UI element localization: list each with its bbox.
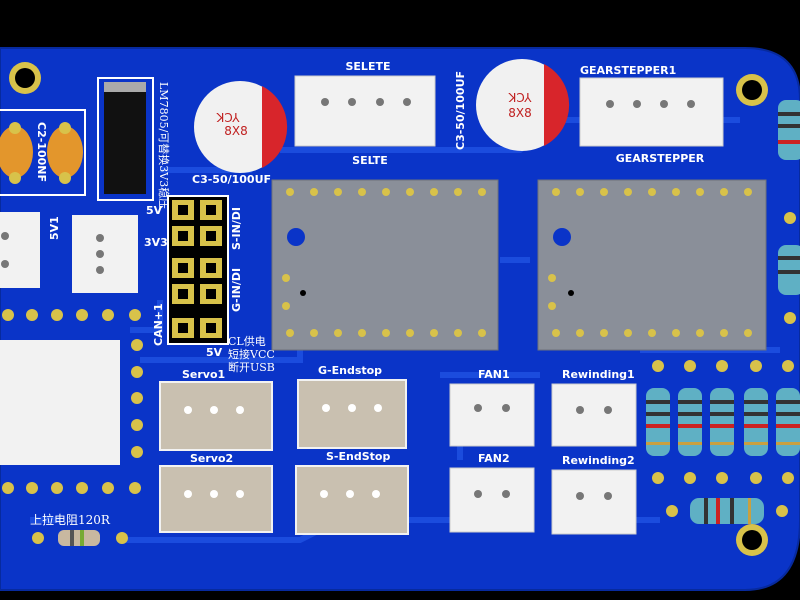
vcc-note-2: 短接VCC bbox=[228, 347, 275, 361]
header-pins: S-IN/DI G-IN/DI CAN+1 5V CL供电 短接VCC 断开US… bbox=[152, 195, 275, 374]
rewinding2-connector: Rewinding2 bbox=[551, 454, 637, 535]
gearstepper-connector: GEARSTEPPER1 GEARSTEPPER bbox=[579, 64, 724, 165]
cap-left-marking: C3-50/100UF bbox=[192, 173, 271, 186]
mounting-holes bbox=[9, 62, 768, 556]
s-endstop-connector: S-EndStop bbox=[295, 450, 409, 535]
orange-capacitors: C2-100NF bbox=[0, 109, 86, 196]
fan2-label: FAN2 bbox=[478, 452, 510, 465]
g-endstop-label: G-Endstop bbox=[318, 364, 382, 377]
selete-top-label: SELETE bbox=[346, 60, 391, 73]
cap-right-brand: YCK bbox=[507, 90, 532, 104]
stepper-driver-left bbox=[271, 179, 499, 351]
cap-right-value: 8X8 bbox=[508, 106, 532, 120]
stepper-driver-right bbox=[537, 179, 767, 351]
cap-left-brand: YCK bbox=[215, 110, 240, 124]
rewinding1-label: Rewinding1 bbox=[562, 368, 635, 381]
selete-bottom-label: SELTE bbox=[352, 154, 388, 167]
voltage-regulator: LM7805/可替换3V3稳压 bbox=[97, 77, 171, 209]
s-endstop-label: S-EndStop bbox=[326, 450, 390, 463]
vcc-note-3: 断开USB bbox=[228, 360, 275, 374]
cap-right-marking: C3-50/100UF bbox=[454, 71, 467, 150]
capacitor-right: YCK 8X8 C3-50/100UF bbox=[454, 59, 570, 151]
gearstepper-bottom-label: GEARSTEPPER bbox=[616, 152, 705, 165]
v3-label: 3V3 bbox=[144, 236, 168, 249]
resistor-bank bbox=[646, 360, 800, 524]
rewinding2-label: Rewinding2 bbox=[562, 454, 635, 467]
left-connectors: 5V1 3V3 5V bbox=[0, 204, 168, 293]
fan2-connector: FAN2 bbox=[449, 452, 535, 533]
s-in-label: S-IN/DI bbox=[230, 207, 243, 250]
pullup-label: 上拉电阻120R bbox=[30, 512, 111, 527]
left-module: 上拉电阻120R bbox=[0, 309, 143, 546]
v5-label-2: 5V bbox=[146, 204, 163, 217]
servo2-label: Servo2 bbox=[190, 452, 233, 465]
cap-left-value: 8X8 bbox=[224, 124, 248, 138]
g-in-label: G-IN/DI bbox=[230, 268, 243, 312]
fan1-label: FAN1 bbox=[478, 368, 510, 381]
regulator-label: LM7805/可替换3V3稳压 bbox=[157, 82, 171, 209]
v5-label-3: 5V bbox=[206, 346, 223, 359]
g-endstop-connector: G-Endstop bbox=[297, 364, 407, 449]
servo1-label: Servo1 bbox=[182, 368, 225, 381]
servo2-connector: Servo2 bbox=[159, 452, 273, 533]
vcc-note-1: CL供电 bbox=[228, 334, 266, 348]
right-resistors-top bbox=[778, 100, 800, 324]
selete-connector: SELETE SELTE bbox=[294, 60, 436, 167]
can-label: CAN+1 bbox=[152, 303, 165, 346]
v5-label-1: 5V1 bbox=[48, 216, 61, 240]
gearstepper-top-label: GEARSTEPPER1 bbox=[580, 64, 676, 77]
servo1-connector: Servo1 bbox=[159, 368, 273, 451]
capacitor-left: YCK 8X8 C3-50/100UF bbox=[192, 81, 288, 186]
c2-label: C2-100NF bbox=[35, 122, 48, 182]
rewinding1-connector: Rewinding1 bbox=[551, 368, 637, 447]
fan1-connector: FAN1 bbox=[449, 368, 535, 447]
